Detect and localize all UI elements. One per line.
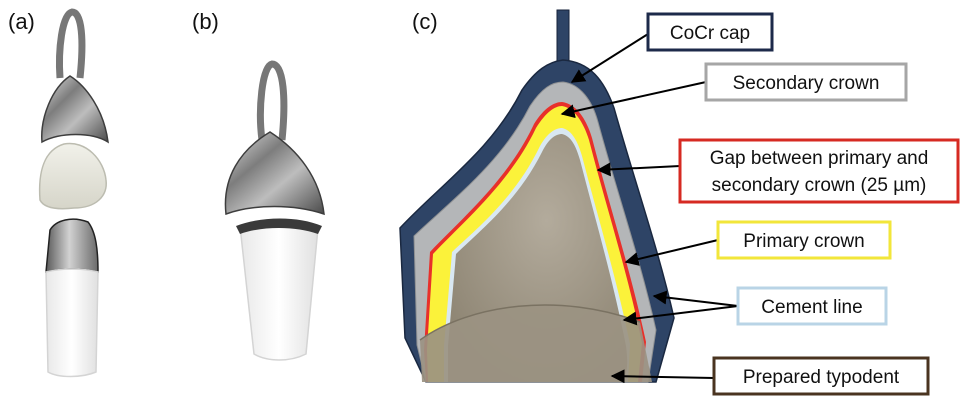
- assembled-cap-hook: [260, 64, 283, 140]
- callout-primary-crown: Primary crown: [718, 222, 890, 258]
- callout-label-gap-line2: secondary crown (25 µm): [712, 175, 927, 196]
- panel-a-photo: [40, 12, 108, 377]
- callout-label-prepared-typodent: Prepared typodent: [743, 367, 900, 388]
- panel-label-b: (b): [192, 9, 219, 34]
- callout-label-gap-line1: Gap between primary and: [710, 148, 929, 169]
- panel-b-photo: [225, 64, 324, 360]
- cocr-cap-piece: [42, 76, 108, 142]
- callout-cement-line: Cement line: [738, 288, 886, 324]
- crown-cross-section: [400, 10, 674, 382]
- callout-label-cement-line: Cement line: [761, 297, 862, 318]
- callout-cocr-cap: CoCr cap: [648, 14, 772, 50]
- panel-label-c: (c): [412, 9, 438, 34]
- panel-label-a: (a): [8, 9, 35, 34]
- arrow-cocr-cap: [572, 34, 648, 82]
- assembled-cocr-cap: [225, 132, 324, 214]
- callout-label-cocr-cap: CoCr cap: [670, 23, 750, 44]
- callout-secondary-crown: Secondary crown: [706, 64, 906, 100]
- secondary-crown-piece: [40, 143, 107, 208]
- primary-crown-piece: [46, 219, 98, 272]
- assembled-typodent: [240, 222, 318, 360]
- callout-gap: Gap between primary and secondary crown …: [680, 140, 958, 202]
- typodent-piece: [46, 269, 98, 377]
- callout-label-secondary-crown: Secondary crown: [733, 73, 880, 94]
- callout-prepared-typodent: Prepared typodent: [714, 358, 928, 394]
- callout-label-primary-crown: Primary crown: [743, 231, 864, 252]
- cocr-cap-hook: [60, 12, 82, 78]
